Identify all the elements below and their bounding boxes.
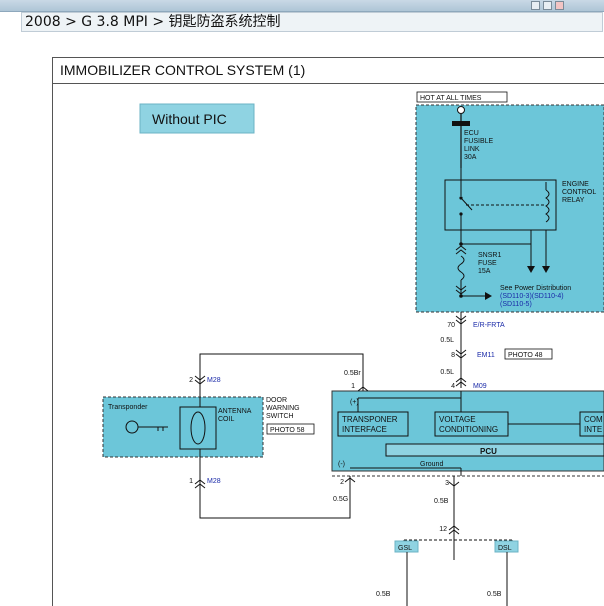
dsl-label: DSL bbox=[498, 545, 512, 552]
pcu-name: PCU bbox=[480, 447, 497, 456]
wire-05g: 0.5G bbox=[333, 496, 348, 503]
maximize-icon[interactable] bbox=[543, 1, 552, 10]
door-switch-l3: SWITCH bbox=[266, 413, 294, 420]
relay-l3: RELAY bbox=[562, 197, 585, 204]
wire-05b-a: 0.5B bbox=[434, 498, 449, 505]
pin-3: 3 bbox=[445, 480, 449, 487]
ecu-fuse-l3: LINK bbox=[464, 146, 480, 153]
transponder-if-l2: INTERFACE bbox=[342, 425, 387, 434]
pcu-plus: (+) bbox=[350, 399, 359, 406]
see-power-label: See Power Distribution bbox=[500, 285, 571, 292]
arrow-down-icon bbox=[527, 266, 535, 273]
transponder-if-l1: TRANSPONER bbox=[342, 415, 398, 424]
comm-l1: COM bbox=[584, 415, 603, 424]
diagram-title: IMMOBILIZER CONTROL SYSTEM (1) bbox=[52, 57, 604, 84]
connector-chevron-icon bbox=[455, 245, 467, 255]
em11-connector[interactable]: EM11 bbox=[477, 352, 495, 359]
pcu-bar bbox=[385, 443, 604, 457]
antenna-coil-icon bbox=[179, 406, 217, 450]
door-switch-l1: DOOR bbox=[266, 397, 287, 404]
engine-control-relay-box bbox=[444, 179, 557, 231]
without-pic-label: Without PIC bbox=[152, 111, 227, 127]
diagram-frame bbox=[52, 57, 604, 606]
comm-l2: INTE bbox=[584, 425, 602, 434]
pin-2: 2 bbox=[340, 479, 344, 486]
snsr-fuse-icon bbox=[457, 255, 465, 281]
voltage-l2: CONDITIONING bbox=[439, 425, 498, 434]
pcu-ground: Ground bbox=[420, 461, 443, 468]
wire-05b-left: 0.5B bbox=[376, 591, 391, 598]
relay-l2: CONTROL bbox=[562, 189, 596, 196]
m28-top-pin: 2 bbox=[189, 377, 193, 384]
m28-bot-pin: 1 bbox=[189, 478, 193, 485]
ecu-fuse-l1: ECU bbox=[464, 130, 479, 137]
see-power-refs[interactable]: (SD110-3)(SD110-4) bbox=[500, 293, 564, 300]
transponder-interface-block bbox=[337, 411, 409, 437]
photo58-label: PHOTO 58 bbox=[270, 427, 305, 434]
em11-pin: 8 bbox=[451, 352, 455, 359]
snsr-fuse-l2: FUSE bbox=[478, 260, 497, 267]
m09-pin: 4 bbox=[451, 383, 455, 390]
antenna-l1: ANTENNA bbox=[218, 408, 252, 415]
hot-label: HOT AT ALL TIMES bbox=[420, 95, 482, 102]
voltage-l1: VOLTAGE bbox=[439, 415, 476, 424]
relay-coil-icon bbox=[545, 189, 550, 223]
relay-l1: ENGINE bbox=[562, 181, 589, 188]
ecu-fuse-l2: FUSIBLE bbox=[464, 138, 494, 145]
wire-05br: 0.5Br bbox=[344, 370, 361, 377]
m28-top-connector[interactable]: M28 bbox=[207, 377, 221, 384]
see-power-ref2[interactable]: (SD110-5) bbox=[500, 301, 532, 308]
snsr-fuse-l3: 15A bbox=[478, 268, 491, 275]
m28-bot-connector[interactable]: M28 bbox=[207, 478, 221, 485]
wire-05l-b: 0.5L bbox=[440, 369, 454, 376]
gsl-label: GSL bbox=[398, 545, 412, 552]
power-module bbox=[415, 104, 604, 313]
hot-at-all-times-box bbox=[416, 91, 508, 103]
minimize-icon[interactable] bbox=[531, 1, 540, 10]
breadcrumb: 2008 > G 3.8 MPI > 钥匙防盗系统控制 bbox=[21, 12, 603, 32]
photo48-box[interactable] bbox=[504, 348, 553, 360]
top-toolbar-strip bbox=[0, 0, 604, 12]
transponder-label: Transponder bbox=[108, 404, 148, 411]
pcu-minus: (-) bbox=[338, 461, 345, 468]
arrow-right-icon bbox=[485, 292, 492, 300]
wire-erfrta: E/R-FRTA bbox=[473, 322, 505, 329]
arrow-down-icon bbox=[542, 266, 550, 273]
wire-05l-a: 0.5L bbox=[440, 337, 454, 344]
m09-connector[interactable]: M09 bbox=[473, 383, 487, 390]
photo48-label: PHOTO 48 bbox=[508, 352, 543, 359]
door-switch-l2: WARNING bbox=[266, 405, 300, 412]
pin-70: 70 bbox=[447, 322, 455, 329]
without-pic-tag bbox=[139, 103, 255, 134]
photo58-box[interactable] bbox=[266, 423, 315, 435]
antenna-l2: COIL bbox=[218, 416, 234, 423]
snsr-fuse-l1: SNSR1 bbox=[478, 252, 501, 259]
pin-1: 1 bbox=[351, 383, 355, 390]
ecu-fuse-l4: 30A bbox=[464, 154, 477, 161]
pcu-module bbox=[331, 390, 604, 472]
wire-05b-right: 0.5B bbox=[487, 591, 502, 598]
pin-12: 12 bbox=[439, 526, 447, 533]
fusible-link-icon bbox=[452, 121, 470, 126]
fuse-top-terminal bbox=[457, 106, 465, 114]
close-icon[interactable] bbox=[555, 1, 564, 10]
